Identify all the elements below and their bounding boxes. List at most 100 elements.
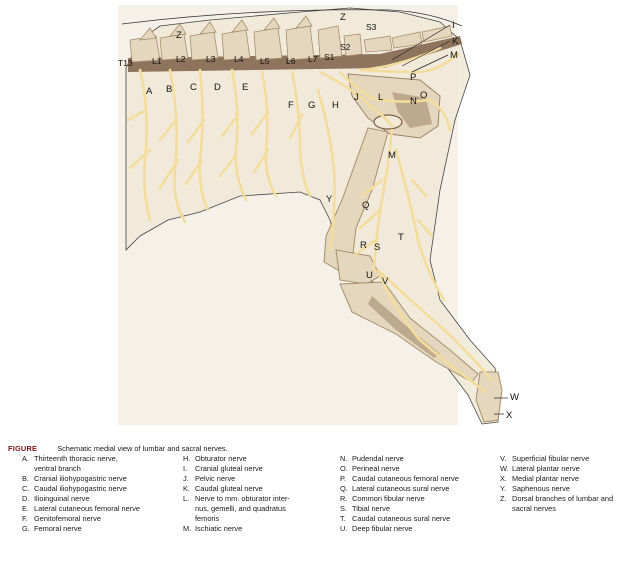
legend-text: Caudal cutaneous sural nerve <box>352 514 490 524</box>
legend-text: Obturator nerve <box>195 454 333 464</box>
legend-line: Caudal iliohypogastric nerve <box>34 484 127 493</box>
legend-text: Lateral plantar nerve <box>512 464 638 474</box>
legend-letter: O. <box>340 464 348 473</box>
legend-item: N. Pudendal nerve <box>340 454 490 464</box>
figure-caption: FIGURE Schematic medial view of lumbar a… <box>0 432 640 568</box>
vertebra-label: S1 <box>324 52 335 62</box>
figure-heading: FIGURE Schematic medial view of lumbar a… <box>8 444 228 454</box>
label-X: X <box>506 410 513 421</box>
legend-line: Genitofemoral nerve <box>34 514 101 523</box>
legend-letter: U. <box>340 524 348 533</box>
stifle <box>335 249 381 285</box>
legend-item: F. Genitofemoral nerve <box>22 514 172 524</box>
legend-letter: V. <box>500 454 507 463</box>
hock <box>475 371 503 423</box>
legend-letter: H. <box>183 454 191 463</box>
legend-text: Cranial iliohypogastric nerve <box>34 474 172 484</box>
legend-text: Thirteenth thoracic nerve,ventral branch <box>34 454 172 474</box>
legend-text: Superficial fibular nerve <box>512 454 638 464</box>
label-W: W <box>510 392 519 403</box>
vertebra-label: L2 <box>176 54 186 64</box>
vertebra-label: L3 <box>206 54 216 64</box>
legend-item: A. Thirteenth thoracic nerve,ventral bran… <box>22 454 172 474</box>
vertebra-label: L4 <box>234 54 244 64</box>
legend-text: Deep fibular nerve <box>352 524 490 534</box>
legend-item: G.Femoral nerve <box>22 524 172 534</box>
vertebrae <box>129 15 453 63</box>
figure-title: Schematic medial view of lumbar and sacr… <box>57 444 228 453</box>
legend-letter: W. <box>500 464 509 473</box>
legend-line: Ilioinguinal nerve <box>34 494 90 503</box>
label-Z: Z <box>176 30 182 41</box>
legend-text: Ilioinguinal nerve <box>34 494 172 504</box>
legend-line: Lateral cutaneous femoral nerve <box>34 504 140 513</box>
legend-line: Lateral plantar nerve <box>512 464 580 473</box>
label-R: R <box>360 240 367 251</box>
legend-item: I.Cranial gluteal nerve <box>183 464 333 474</box>
vertebra-label: S2 <box>340 42 351 52</box>
legend-item: O. Perineal nerve <box>340 464 490 474</box>
legend-item: R.Common fibular nerve <box>340 494 490 504</box>
label-M-upper: M <box>450 50 458 61</box>
figure-label: FIGURE <box>8 444 38 453</box>
legend-line: sacral nerves <box>512 504 556 513</box>
legend-text: Pudendal nerve <box>352 454 490 464</box>
legend-line: Thirteenth thoracic nerve, <box>34 454 118 463</box>
spine-band <box>128 36 462 72</box>
legend-text: Lateral cutaneous femoral nerve <box>34 504 172 514</box>
legend-item: H. Obturator nerve <box>183 454 333 464</box>
legend-line: Deep fibular nerve <box>352 524 413 533</box>
legend-letter: N. <box>340 454 348 463</box>
label-H: H <box>332 100 339 111</box>
legend-item: X. Medial plantar nerve <box>500 474 638 484</box>
legend-letter: T. <box>340 514 346 523</box>
label-K: K <box>452 36 459 47</box>
legend-line: Cranial iliohypogastric nerve <box>34 474 127 483</box>
legend-text: Saphenous nerve <box>512 484 638 494</box>
legend-letter: M. <box>183 524 192 533</box>
legend-text: Caudal gluteal nerve <box>195 484 333 494</box>
label-T: T <box>398 232 404 243</box>
legend-item: W.Lateral plantar nerve <box>500 464 638 474</box>
legend-line: Medial plantar nerve <box>512 474 579 483</box>
legend-item: E.Lateral cutaneous femoral nerve <box>22 504 172 514</box>
label-Q: Q <box>362 200 369 211</box>
legend-letter: Z. <box>500 494 507 503</box>
legend-item: T. Caudal cutaneous sural nerve <box>340 514 490 524</box>
legend-item: J.Pelvic nerve <box>183 474 333 484</box>
legend-letter: A. <box>22 454 29 463</box>
label-N: N <box>410 96 417 107</box>
legend-line: Obturator nerve <box>195 454 247 463</box>
legend-text: Perineal nerve <box>352 464 490 474</box>
legend-letter: F. <box>22 514 28 523</box>
vertebra-label: L1 <box>152 56 162 66</box>
legend-letter: L. <box>183 494 190 503</box>
legend-letter: X. <box>500 474 507 483</box>
leader-lines <box>391 24 508 415</box>
legend-line: Superficial fibular nerve <box>512 454 590 463</box>
legend-line: Caudal gluteal nerve <box>195 484 263 493</box>
nerve-letter-labels: A B C D E F G H I J K L M M N O P Q R S … <box>146 12 519 421</box>
legend-item: C.Caudal iliohypogastric nerve <box>22 484 172 494</box>
legend-line: ventral branch <box>34 464 81 473</box>
legend-line: Dorsal branches of lumbar and <box>512 494 614 503</box>
vertebra-labels: T13 L1 L2 L3 L4 L5 L6 L7 S1 S2 S3 <box>118 22 377 68</box>
legend-column-1: A. Thirteenth thoracic nerve,ventral bran… <box>22 454 172 534</box>
legend-line: Common fibular nerve <box>352 494 425 503</box>
legend-line: Caudal cutaneous femoral nerve <box>352 474 459 483</box>
label-E: E <box>242 82 248 93</box>
legend-text: Femoral nerve <box>34 524 172 534</box>
label-A: A <box>146 86 153 97</box>
legend-item: L.Nerve to mm. obturator inter-nus, geme… <box>183 494 333 524</box>
vertebra-label: L6 <box>286 56 296 66</box>
legend-letter: B. <box>22 474 29 483</box>
legend-letter: J. <box>183 474 189 483</box>
legend-letter: S. <box>340 504 347 513</box>
label-F: F <box>288 100 294 111</box>
legend-item: P.Caudal cutaneous femoral nerve <box>340 474 490 484</box>
legend-text: Genitofemoral nerve <box>34 514 172 524</box>
label-D: D <box>214 82 221 93</box>
